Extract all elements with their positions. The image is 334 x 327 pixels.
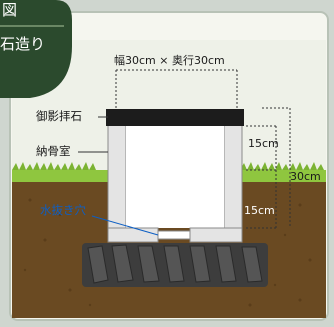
drain-hole — [157, 230, 191, 240]
gravel-stones — [87, 244, 263, 284]
lower-height-label: 15cm — [244, 204, 275, 217]
right-wall — [223, 124, 243, 243]
top-dimension-label: 幅30cm × 奥行30cm — [114, 54, 225, 67]
floor-right — [189, 227, 243, 243]
drain-hole-label: 水抜き穴 — [40, 203, 86, 217]
cap-stone — [106, 109, 244, 126]
upper-height-label: 15cm — [248, 137, 279, 150]
left-wall — [107, 124, 127, 243]
header-subtitle: 石造り — [0, 35, 46, 53]
soil-texture — [23, 198, 312, 307]
cap-stone-label: 御影拝石 — [36, 109, 82, 123]
header-title: 図 — [2, 1, 18, 19]
grass-blades-left — [12, 162, 96, 170]
floor-left — [107, 227, 159, 243]
total-height-label: 30cm — [290, 170, 321, 183]
header-badge — [0, 0, 72, 98]
chamber-interior — [126, 125, 224, 228]
grass-blades-right — [240, 162, 324, 170]
drain-leader — [91, 215, 159, 236]
chamber-label: 納骨室 — [36, 144, 71, 158]
